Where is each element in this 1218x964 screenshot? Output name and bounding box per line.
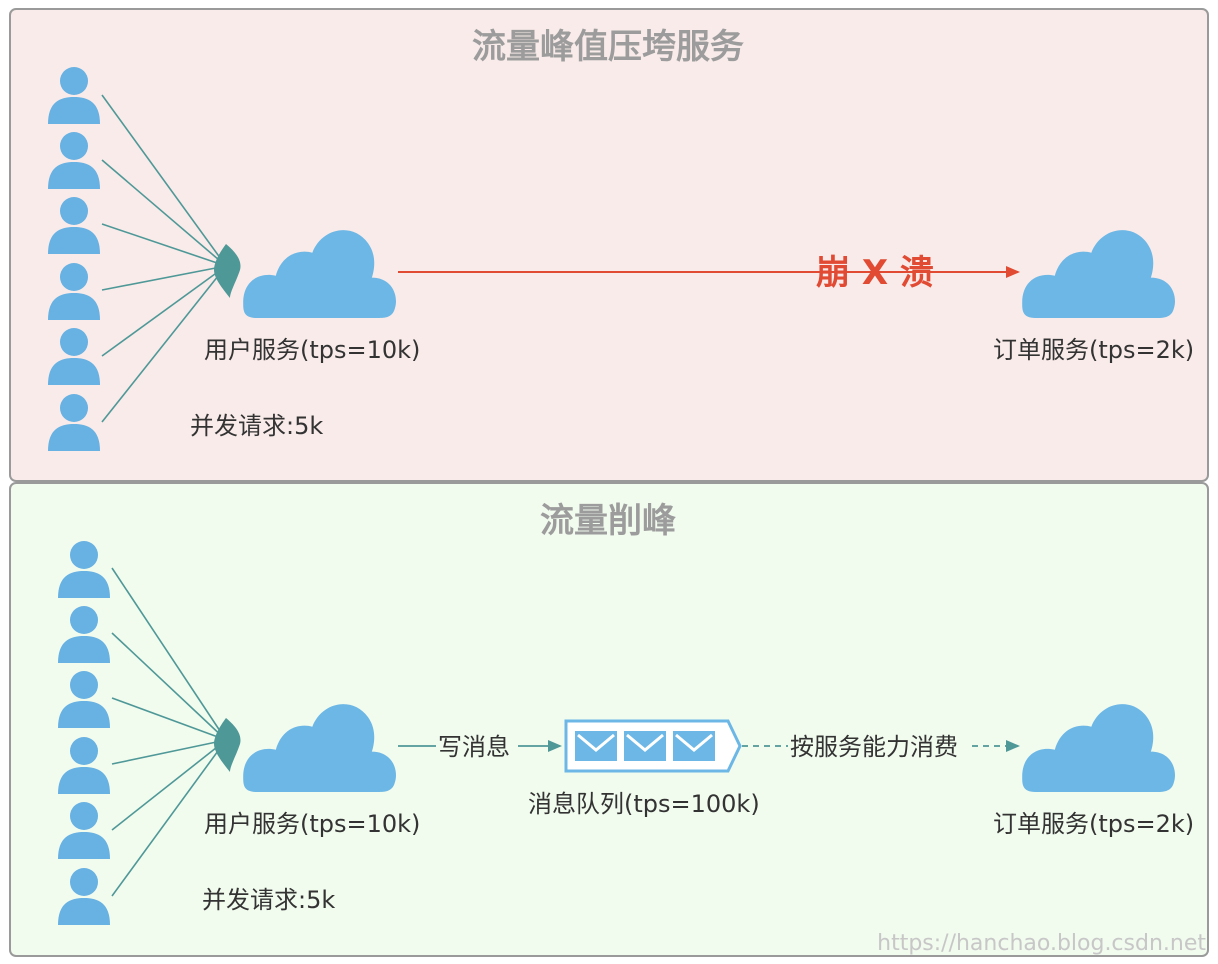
top-order-service-label: 订单服务(tps=2k)	[993, 336, 1194, 364]
bottom-concurrent-label: 并发请求:5k	[202, 886, 335, 914]
crash-label: 崩 X 溃	[816, 253, 934, 293]
bottom-request-lines	[111, 567, 227, 897]
envelope-icon	[624, 731, 666, 761]
queue-label: 消息队列(tps=100k)	[528, 790, 760, 818]
bottom-user-service-label: 用户服务(tps=10k)	[204, 810, 420, 838]
message-queue	[564, 719, 742, 773]
top-panel	[9, 8, 1209, 482]
bottom-panel-title: 流量削峰	[540, 501, 676, 541]
envelope-icon	[575, 731, 617, 761]
bottom-order-service-label: 订单服务(tps=2k)	[993, 810, 1194, 838]
write-msg-label: 写消息	[438, 733, 510, 761]
top-concurrent-label: 并发请求:5k	[190, 412, 323, 440]
gateway-icon	[214, 718, 241, 772]
top-panel-title: 流量峰值压垮服务	[472, 27, 744, 67]
consume-label: 按服务能力消费	[790, 733, 958, 761]
envelope-icon	[673, 731, 715, 761]
watermark: https://hanchao.blog.csdn.net	[877, 931, 1206, 956]
gateway-icon	[214, 244, 241, 298]
top-request-lines	[101, 94, 227, 423]
top-user-service-label: 用户服务(tps=10k)	[204, 336, 420, 364]
